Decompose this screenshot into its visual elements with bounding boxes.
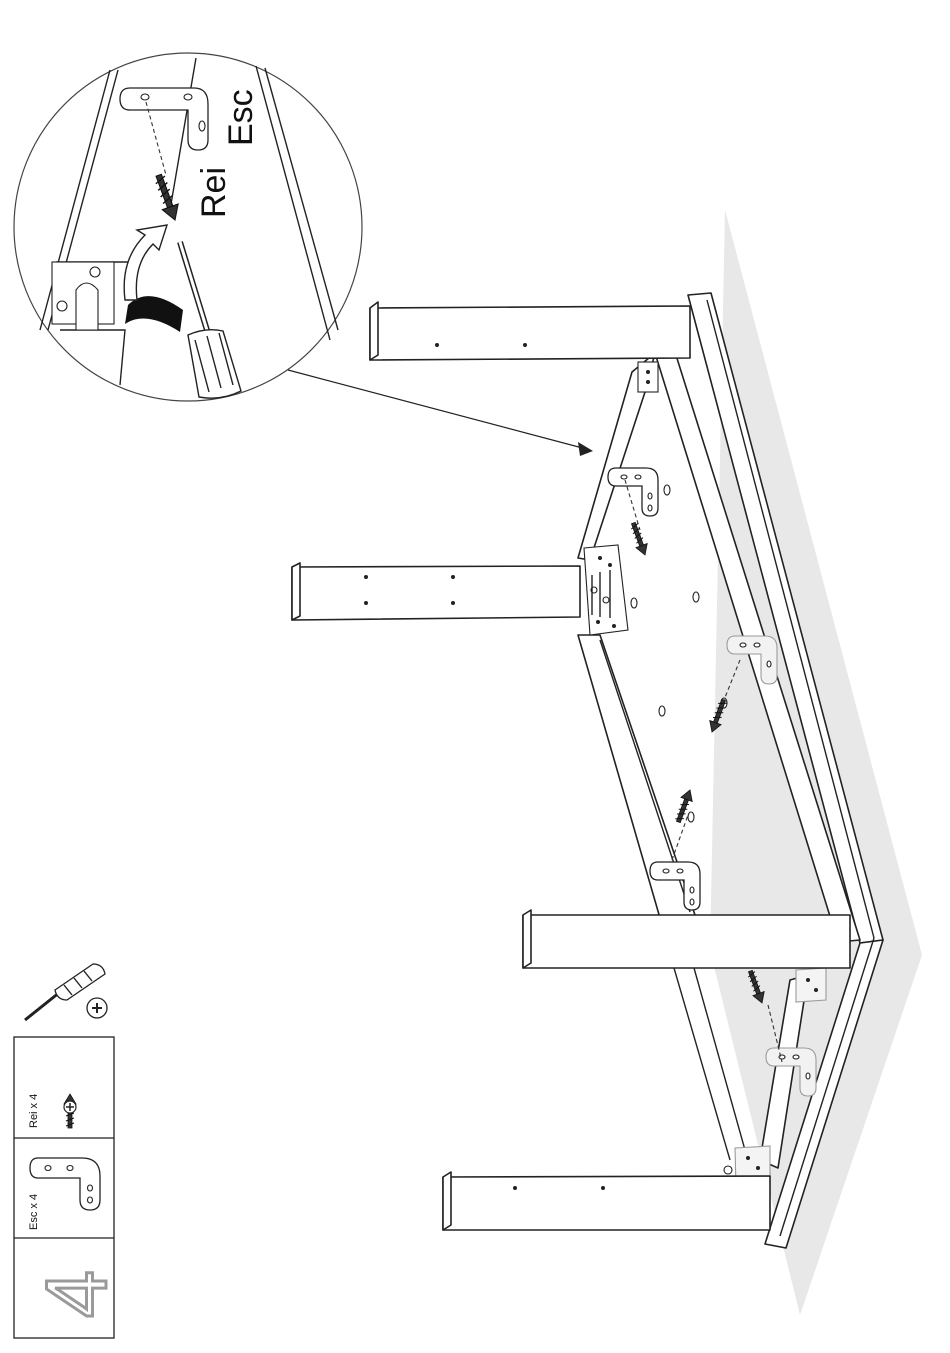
leg-top — [370, 302, 690, 360]
detail-bracket-label: Esc — [222, 89, 260, 146]
corner-plate-top — [638, 362, 658, 392]
corner-plate-center — [584, 545, 628, 635]
phillips-screwdriver-icon — [25, 964, 107, 1020]
bracket-1 — [608, 468, 658, 516]
leg-bottom — [443, 1172, 770, 1230]
leg-center — [292, 563, 580, 620]
part-label-bracket: Esc x 4 — [28, 1194, 40, 1230]
detail-screw-label: Rei — [195, 167, 233, 218]
step-box: Rei x 4 Esc x 4 4 — [14, 1037, 125, 1338]
part-label-screw: Rei x 4 — [28, 1094, 40, 1128]
step-number: 4 — [29, 1270, 125, 1318]
leg-right — [523, 910, 850, 968]
screw-1 — [628, 521, 651, 557]
corner-plate-mid — [796, 968, 826, 1002]
detail-callout: Rei Esc — [14, 53, 593, 456]
